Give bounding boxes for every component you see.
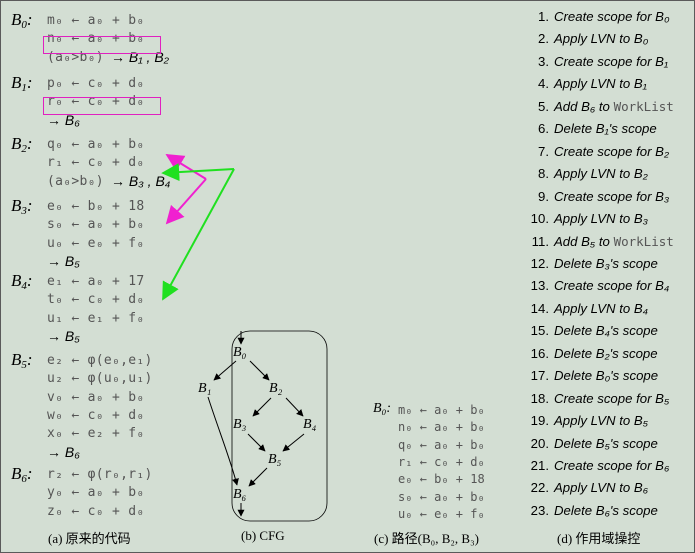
path-line: e₀ ← b₀ + 18 [398,472,485,487]
caption-path: (c) 路径(B₀, B₂, B₃) [374,531,479,546]
scope-step: 11.Add B₅ to WorkList [531,233,674,249]
path-block-label: B₀: [373,401,392,416]
code-line: u₁ ← e₁ + f₀ [47,310,145,326]
block-label-b5: B5: [11,350,33,371]
scope-step: 1.Create scope for B₀ [538,9,670,24]
cfg-node-b0: B₀ [233,345,247,360]
cfg-node-b5: B₅ [268,452,282,467]
path-line: r₁ ← c₀ + d₀ [398,454,485,469]
scope-step: 21.Create scope for B₆ [530,458,670,473]
scope-step: 18.Create scope for B₅ [530,390,670,406]
code-line: n₀ ← a₀ + b₀ [47,31,145,47]
code-line: v₀ ← a₀ + b₀ [47,389,145,405]
scope-step: 12.Delete B₃'s scope [530,255,658,271]
successor-label: → B₅ [47,327,80,344]
magenta-arrow-2 [165,178,207,225]
code-line: u₂ ← φ(u₀,u₁) [47,371,153,387]
cfg-node-b4: B₄ [303,417,317,432]
block-label-b3: B3: [11,196,33,217]
code-line: y₀ ← a₀ + b₀ [47,485,145,501]
code-line: t₀ ← c₀ + d₀ [47,292,145,308]
block-label-b2: B2: [11,134,33,155]
scope-step: 14.Apply LVN to B₄ [530,300,648,316]
highlight-n0 [43,36,161,54]
green-arrow-2 [162,168,235,301]
cfg-node-b3: B₃ [233,417,247,432]
code-line: r₂ ← φ(r₀,r₁) [47,467,153,482]
code-line: s₀ ← a₀ + b₀ [47,217,145,233]
scope-step: 2.Apply LVN to B₀ [538,31,649,47]
code-line: r₀ ← c₀ + d₀ [47,94,145,110]
scope-step: 5.Add B₆ to WorkList [538,98,674,114]
highlight-r0 [43,97,161,115]
successor-label: → B₁ , B₂ [111,48,169,65]
successor-label: → B₆ [47,443,80,460]
scope-step: 4.Apply LVN to B₁ [538,76,647,92]
scope-step: 3.Create scope for B₁ [538,53,669,69]
cfg-node-b2: B₂ [269,381,283,396]
scope-step: 13.Create scope for B₄ [530,278,670,294]
code-line: (a₀>b₀) [47,173,104,189]
block-label-b6: B6: [11,464,33,485]
successor-label: → B₃ , B₄ [111,172,171,189]
code-line: w₀ ← c₀ + d₀ [47,407,145,423]
path-line: s₀ ← a₀ + b₀ [398,489,485,504]
successor-label: → B₆ [47,111,80,128]
code-line: e₂ ← φ(e₀,e₁) [47,353,153,368]
block-label-b1: B1: [11,73,33,94]
code-line: p₀ ← c₀ + d₀ [47,76,145,91]
code-line: m₀ ← a₀ + b₀ [47,13,145,28]
code-line: x₀ ← e₂ + f₀ [47,426,145,442]
cfg-node-b1: B₁ [198,381,212,396]
magenta-arrow-1 [165,154,207,180]
scope-step: 10.Apply LVN to B₃ [530,211,648,227]
scope-step: 16.Delete B₂'s scope [530,345,658,361]
scope-step: 9.Create scope for B₃ [538,188,670,204]
scope-step: 7.Create scope for B₂ [538,143,669,159]
code-line: r₁ ← c₀ + d₀ [47,155,145,171]
block-label-b4: B4: [11,271,33,292]
scope-step: 20.Delete B₅'s scope [530,435,658,451]
code-line: e₀ ← b₀ + 18 [47,199,145,214]
scope-step: 23.Delete B₆'s scope [530,502,658,518]
code-line: u₀ ← e₀ + f₀ [47,235,145,251]
green-arrow-1 [161,163,235,182]
scope-step: 6.Delete B₁'s scope [538,121,657,137]
code-line: z₀ ← c₀ + d₀ [47,503,145,519]
path-line: q₀ ← a₀ + b₀ [398,437,485,452]
cfg-node-b6: B₆ [233,487,247,502]
successor-label: → B₅ [47,252,80,269]
block-label-b0: B0: [11,10,33,31]
scope-step: 17.Delete B₀'s scope [530,368,659,384]
caption-scope: (d) 作用域操控 [557,531,641,546]
path-line: n₀ ← a₀ + b₀ [398,420,485,435]
scope-step: 8.Apply LVN to B₂ [538,166,648,182]
code-line: q₀ ← a₀ + b₀ [47,137,145,152]
caption-original-code: (a) 原来的代码 [48,531,131,546]
scope-step: 19.Apply LVN to B₅ [530,413,648,429]
scope-step: 15.Delete B₄'s scope [530,323,658,339]
caption-cfg: (b) CFG [241,528,285,543]
cfg-loop-box [231,330,328,522]
scope-step: 22.Apply LVN to B₆ [530,480,649,496]
code-line: e₁ ← a₀ + 17 [47,274,145,289]
path-line: m₀ ← a₀ + b₀ [398,403,485,417]
path-line: u₀ ← e₀ + f₀ [398,506,485,521]
